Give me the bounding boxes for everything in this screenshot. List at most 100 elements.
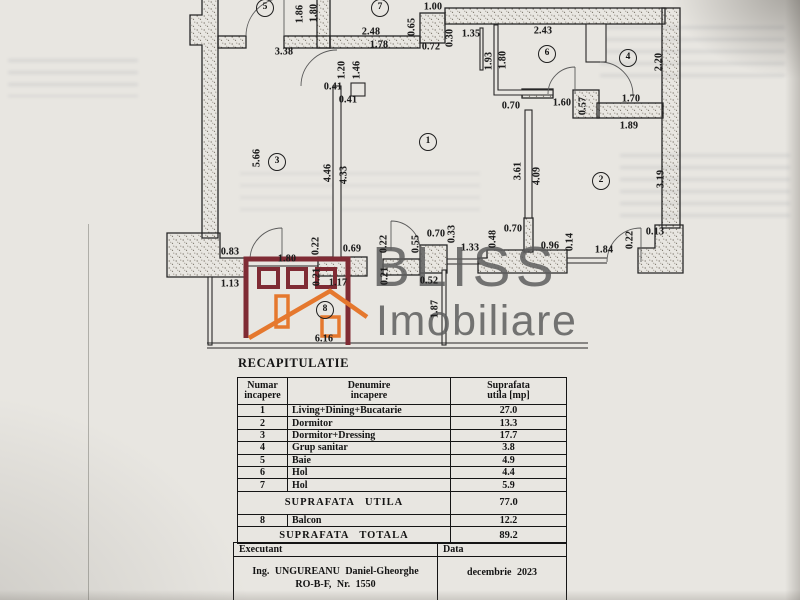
area-cell: 27.0 bbox=[499, 405, 518, 417]
room-name-cell: Dormitor+Dressing bbox=[288, 429, 451, 442]
dimension-label: 0.14 bbox=[564, 232, 576, 252]
room-number-cell: 8 bbox=[238, 514, 288, 527]
dimension-label: 0.70 bbox=[503, 223, 523, 235]
room-number-cell: 5 bbox=[238, 454, 288, 466]
dimension-label: 4.46 bbox=[322, 163, 334, 183]
area-cell: 3.8 bbox=[502, 442, 515, 454]
dimension-label: 5.66 bbox=[251, 148, 263, 168]
executant-label: Executant bbox=[234, 543, 438, 556]
dimension-label: 0.22 bbox=[624, 230, 636, 250]
room-name-cell: Hol bbox=[288, 466, 451, 479]
dimension-label: 1.33 bbox=[460, 242, 480, 254]
dimension-label: 1.80 bbox=[497, 50, 509, 70]
dimension-label: 0.22 bbox=[310, 236, 322, 256]
dimension-label: 1.35 bbox=[461, 28, 481, 40]
room-number-cell: 7 bbox=[238, 479, 288, 491]
subtotal-label: SUPRAFATA UTILA bbox=[238, 491, 451, 514]
dimension-label: 1.60 bbox=[552, 97, 572, 109]
dimension-label: 3.19 bbox=[655, 169, 667, 189]
dimension-label: 0.96 bbox=[540, 240, 560, 252]
dimension-label: 4.09 bbox=[531, 166, 543, 186]
dimension-label: 1.46 bbox=[351, 60, 363, 80]
dimension-label: 0.65 bbox=[406, 17, 418, 37]
room-name-cell: Hol bbox=[288, 479, 451, 491]
date-value: decembrie 2023 bbox=[467, 567, 537, 578]
dimension-label: 6.16 bbox=[314, 333, 334, 345]
dimension-label: 0.41 bbox=[338, 94, 358, 106]
total-label: SUPRAFATA TOTALA bbox=[238, 527, 451, 544]
dimension-label: 1.84 bbox=[594, 244, 614, 256]
dimension-label: 1.87 bbox=[429, 299, 441, 319]
room-number-badge: 3 bbox=[268, 153, 286, 171]
dimension-label: 1.13 bbox=[220, 278, 240, 290]
dimension-label: 0.33 bbox=[446, 224, 458, 244]
dimension-label: 0.83 bbox=[220, 246, 240, 258]
dimension-label: 0.55 bbox=[410, 234, 422, 254]
dimension-label: 2.43 bbox=[533, 25, 553, 37]
room-name-cell: Baie bbox=[288, 454, 451, 466]
dimension-label: 0.21 bbox=[379, 266, 391, 286]
room-number-cell: 2 bbox=[238, 417, 288, 429]
executant-content-row: Ing. UNGUREANU Daniel-Gheorghe RO-B-F, N… bbox=[234, 557, 566, 600]
subtotal-value: 77.0 bbox=[499, 497, 518, 509]
total-value: 89.2 bbox=[499, 529, 518, 541]
dimension-label: 1.70 bbox=[621, 93, 641, 105]
area-cell: 4.9 bbox=[502, 454, 515, 466]
room-name-cell: Grup sanitar bbox=[288, 442, 451, 454]
dimension-label: 0.30 bbox=[444, 28, 456, 48]
room-name-cell: Balcon bbox=[288, 514, 451, 527]
room-number-cell: 6 bbox=[238, 466, 288, 479]
dimension-label: 1.17 bbox=[328, 277, 348, 289]
area-cell: 5.9 bbox=[502, 479, 515, 491]
executant-table: Executant Data Ing. UNGUREANU Daniel-Ghe… bbox=[233, 542, 567, 600]
dimension-label: 1.00 bbox=[423, 1, 443, 13]
room-number-badge: 4 bbox=[619, 49, 637, 67]
subtotal-row: SUPRAFATA UTILA 77.0 bbox=[238, 490, 566, 514]
dimension-label: 1.20 bbox=[336, 60, 348, 80]
dimension-label: 0.22 bbox=[378, 234, 390, 254]
room-number-badge: 6 bbox=[538, 45, 556, 63]
dimension-label: 1.78 bbox=[369, 39, 389, 51]
dimension-label: 0.69 bbox=[342, 243, 362, 255]
area-cell: 13.3 bbox=[499, 417, 518, 429]
dimension-label: 0.70 bbox=[501, 100, 521, 112]
area-cell: 17.7 bbox=[499, 429, 518, 441]
room-number-badge: 1 bbox=[419, 133, 437, 151]
area-cell: 4.4 bbox=[502, 467, 515, 479]
dimension-label: 0.48 bbox=[487, 229, 499, 249]
room-number-cell: 3 bbox=[238, 429, 288, 442]
room-name-cell: Living+Dining+Bucatarie bbox=[288, 405, 451, 417]
dimension-label: 0.72 bbox=[421, 41, 441, 53]
dimension-label: 0.41 bbox=[323, 81, 343, 93]
room-name-cell: Dormitor bbox=[288, 417, 451, 429]
total-row: SUPRAFATA TOTALA 89.2 bbox=[238, 526, 566, 544]
dimension-label: 4.33 bbox=[338, 165, 350, 185]
dimension-label: 0.13 bbox=[645, 226, 665, 238]
dimension-label: 0.52 bbox=[419, 275, 439, 287]
dimension-label: 1.86 bbox=[294, 4, 306, 24]
executant-name: Ing. UNGUREANU Daniel-Gheorghe RO-B-F, N… bbox=[234, 557, 438, 600]
dimension-label: 1.80 bbox=[308, 3, 320, 23]
dimension-label: 2.20 bbox=[653, 52, 665, 72]
table-row-balcon: 8 Balcon 12.2 bbox=[238, 513, 566, 527]
room-number-cell: 1 bbox=[238, 405, 288, 417]
dimension-label: 3.61 bbox=[512, 161, 524, 181]
dimension-label: 2.48 bbox=[361, 26, 381, 38]
executant-header-row: Executant Data bbox=[234, 543, 566, 557]
dimension-label: 3.38 bbox=[274, 46, 294, 58]
dimension-label: 0.70 bbox=[426, 228, 446, 240]
dimension-label: 1.89 bbox=[619, 120, 639, 132]
data-label: Data bbox=[443, 544, 464, 555]
dimension-label: 1.80 bbox=[277, 253, 297, 265]
dimension-label: 0.57 bbox=[577, 96, 589, 116]
area-cell: 12.2 bbox=[499, 514, 518, 526]
